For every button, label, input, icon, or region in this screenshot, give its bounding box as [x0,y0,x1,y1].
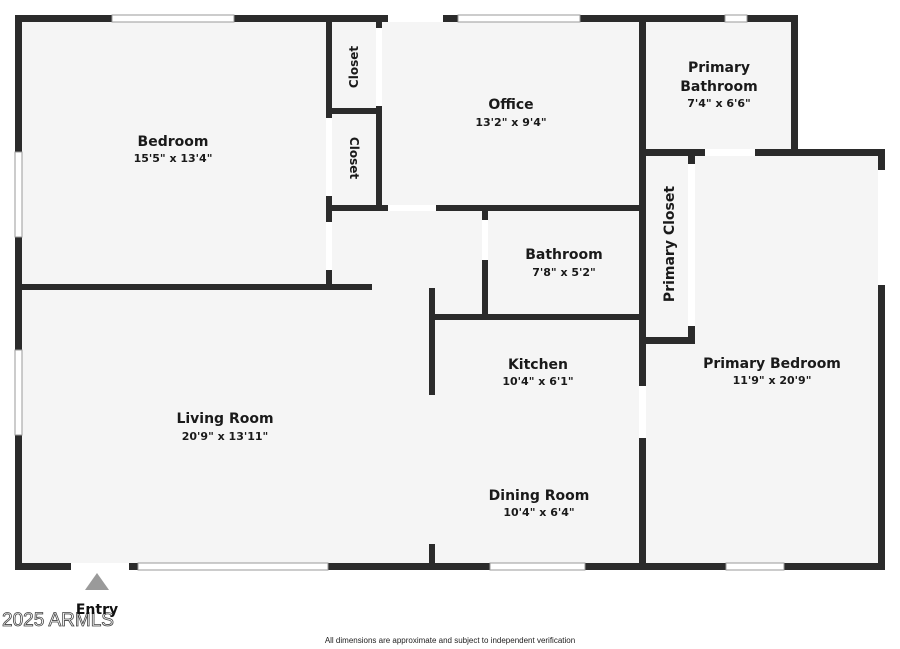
room-name: Kitchen [508,357,568,373]
room-label-office: Office 13'2" x 9'4" [475,97,546,129]
room-name: Bedroom [138,134,209,150]
room-label-living-room: Living Room 20'9" x 13'11" [176,411,273,443]
room-name: Bathroom [525,247,603,263]
room-dimensions: 20'9" x 13'11" [182,430,269,443]
room-name: Closet [347,137,361,179]
room-name: Bathroom [680,79,758,95]
room-dimensions: 7'4" x 6'6" [687,97,751,110]
room-label-closet-2: Closet [347,137,361,179]
room-dimensions: 13'2" x 9'4" [475,116,546,129]
room-label-dining-room: Dining Room 10'4" x 6'4" [489,488,590,519]
room-label-primary-bathroom: Primary Bathroom 7'4" x 6'6" [680,60,758,110]
room-label-kitchen: Kitchen 10'4" x 6'1" [502,357,573,388]
room-dimensions: 15'5" x 13'4" [134,152,213,165]
room-name: Primary Bedroom [703,356,841,372]
openings [14,14,885,571]
floor-areas [18,18,884,568]
room-label-primary-bedroom: Primary Bedroom 11'9" x 20'9" [703,356,841,387]
room-name: Dining Room [489,488,590,504]
room-label-bedroom: Bedroom 15'5" x 13'4" [134,134,213,165]
room-label-bathroom: Bathroom 7'8" x 5'2" [525,247,603,279]
room-label-closet-1: Closet [347,46,361,88]
room-label-primary-closet: Primary Closet [662,186,678,302]
entry-arrow-icon [85,573,109,590]
room-dimensions: 11'9" x 20'9" [733,374,812,387]
entry-label: Entry [76,602,118,618]
room-dimensions: 10'4" x 6'1" [502,375,573,388]
room-dimensions: 10'4" x 6'4" [503,506,574,519]
room-name: Primary Closet [662,186,678,302]
disclaimer: All dimensions are approximate and subje… [325,636,575,645]
room-name: Closet [347,46,361,88]
room-dimensions: 7'8" x 5'2" [532,266,596,279]
room-name: Office [488,97,533,113]
room-name: Primary [688,60,750,76]
room-name: Living Room [176,411,273,427]
watermark: 2025 ARMLS [2,610,114,631]
